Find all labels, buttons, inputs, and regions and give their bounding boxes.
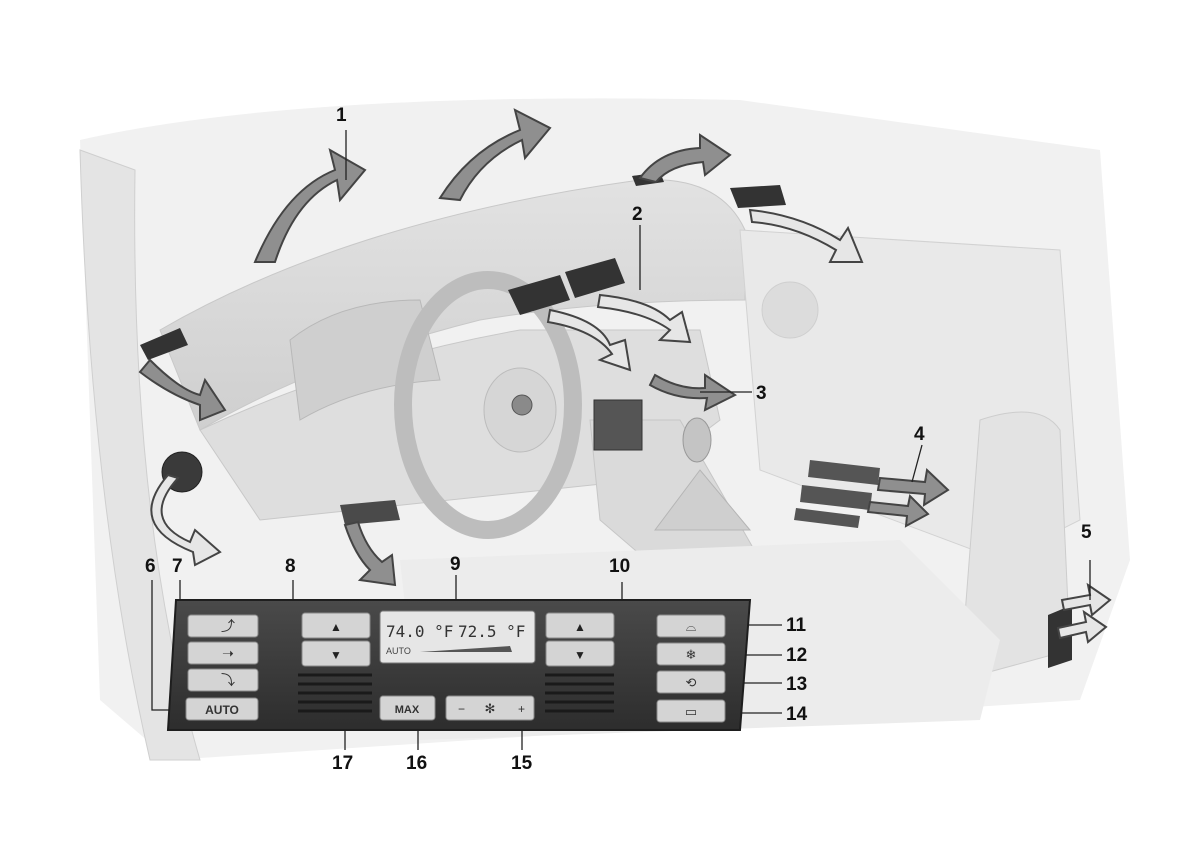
air-distribution-middle-button[interactable]: ➝ [188, 642, 258, 664]
callout-8: 8 [285, 557, 296, 576]
temp-left-readout: 74.0 °F [386, 622, 453, 641]
auto-button-label: AUTO [205, 703, 239, 717]
max-cooling-button[interactable]: MAX [380, 696, 435, 720]
temp-up-left-button[interactable]: ▲ [302, 613, 370, 638]
callout-3: 3 [756, 384, 767, 403]
callout-2: 2 [632, 205, 643, 224]
callout-5: 5 [1081, 523, 1092, 542]
callout-14: 14 [786, 705, 807, 724]
air-distribution-upper-button[interactable]: ⤴ [188, 615, 258, 637]
callout-6: 6 [145, 557, 156, 576]
recirculation-button[interactable]: ⟲ [657, 671, 725, 693]
max-button-label: MAX [395, 704, 420, 716]
callout-12: 12 [786, 646, 807, 665]
air-distribution-upper-icon: ⤴ [221, 618, 235, 634]
temp-up-right-button[interactable]: ▲ [546, 613, 614, 638]
callout-13: 13 [786, 675, 807, 694]
triangle-down-icon: ▼ [330, 648, 342, 662]
air-distribution-middle-icon: ➝ [222, 645, 234, 661]
climate-control-panel: ⤴ ➝ ⤵ AUTO ▲ ▼ 74.0 °F 72.5 °F AUTO [168, 600, 750, 730]
gear-knob [683, 418, 711, 462]
callout-16: 16 [406, 754, 427, 773]
triangle-down-icon: ▼ [574, 648, 586, 662]
temperature-display: 74.0 °F 72.5 °F AUTO [380, 611, 535, 663]
rear-window-defrost-icon: ▭ [685, 704, 697, 719]
passenger-side-vent [730, 185, 786, 208]
air-conditioning-button[interactable]: ❄ [657, 643, 725, 665]
temp-right-readout: 72.5 °F [458, 622, 525, 641]
callout-15: 15 [511, 754, 532, 773]
display-mode-label: AUTO [386, 646, 411, 656]
air-distribution-lower-button[interactable]: ⤵ [188, 669, 258, 691]
triangle-up-icon: ▲ [330, 620, 342, 634]
callout-1: 1 [336, 106, 347, 125]
callout-10: 10 [609, 557, 630, 576]
windshield-defrost-icon: ⌓ [686, 619, 696, 634]
callout-11: 11 [786, 616, 806, 635]
callout-17: 17 [332, 754, 353, 773]
auto-button[interactable]: AUTO [186, 698, 258, 720]
air-distribution-lower-icon: ⤵ [221, 672, 235, 688]
triangle-up-icon: ▲ [574, 620, 586, 634]
fan-plus-label: + [518, 702, 525, 716]
bmw-logo-icon [512, 395, 532, 415]
temp-down-left-button[interactable]: ▼ [302, 641, 370, 666]
door-speaker [762, 282, 818, 338]
fan-speed-rocker[interactable]: − ✻ + [446, 696, 534, 720]
windshield-defrost-button[interactable]: ⌓ [657, 615, 725, 637]
rear-window-defrost-button[interactable]: ▭ [657, 700, 725, 722]
radio-controls [594, 400, 642, 450]
callout-4: 4 [914, 425, 925, 444]
fan-minus-label: − [458, 702, 465, 716]
recirculation-icon: ⟲ [686, 675, 697, 690]
snowflake-icon: ❄ [686, 647, 697, 662]
temp-down-right-button[interactable]: ▼ [546, 641, 614, 666]
callout-7: 7 [172, 557, 183, 576]
fan-icon: ✻ [485, 701, 496, 716]
callout-9: 9 [450, 555, 461, 574]
